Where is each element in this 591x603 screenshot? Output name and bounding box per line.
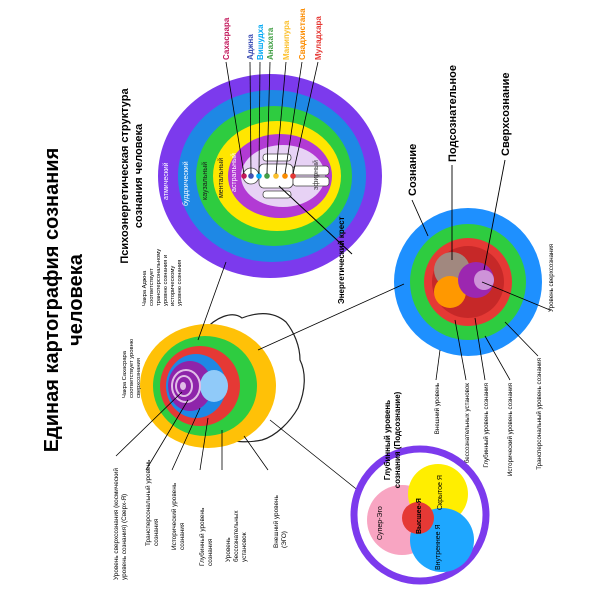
- chakra-dot-sahasrara: [241, 173, 247, 179]
- head-level-unconscious: Уровень бессознательных установок: [225, 509, 248, 562]
- head-level-transpersonal: Трансперсональный уровень сознания: [144, 458, 160, 546]
- ring-orange: [434, 276, 466, 308]
- body-labels: атмический буддхический каузальный мента…: [162, 153, 320, 206]
- head-spiral-1: [171, 369, 201, 403]
- head-note-sahasrara: Чакра Сахасрара соответствует уровню све…: [122, 337, 142, 398]
- ring-level-transpersonal: Трансперсональный уровень сознания: [536, 358, 543, 470]
- ring-top-leaders: [411, 159, 506, 271]
- body-label-etheric: эфирный: [312, 160, 320, 190]
- chakra-label-ajna: Аджна: [246, 34, 255, 60]
- venn-title-line2: сознания (Подсознание): [393, 391, 402, 488]
- body-label-atmic: атмический: [162, 162, 170, 200]
- main-title-line1: Единая картография сознания: [41, 148, 63, 453]
- chakra-label-vishuddha: Вишудха: [256, 24, 265, 60]
- head-notes: Чакра Сахасрара соответствует уровню све…: [122, 247, 183, 398]
- ring-label-consciousness: Сознание: [407, 144, 419, 196]
- head-level-superconscious: Уровень сверхсознания (космический урове…: [112, 466, 128, 580]
- ring-top-labels: Сознание Подсознательное Сверхсознание: [407, 65, 512, 196]
- chakra-label-anahata: Анахата: [266, 27, 275, 60]
- chakra-dot-svadhisthana: [282, 173, 288, 179]
- body-label-buddhic: буддхический: [182, 161, 190, 206]
- head-level-outer: Внешний уровень (ЭГО): [272, 493, 288, 548]
- ring-label-superconscious: Сверхсознание: [500, 72, 512, 156]
- psy-structure: Сахасрара Аджна Вишудха Анахата Манипура…: [119, 8, 382, 278]
- venn-labels: Супер-Эго Скрытое Я Внутреннее Я Высшее-…: [377, 475, 444, 570]
- venn-hidden-self: Скрытое Я: [437, 475, 444, 510]
- venn-core: [402, 502, 434, 534]
- chakra-dot-ajna: [248, 173, 254, 179]
- ring-violet-core: [474, 270, 494, 290]
- chakra-dot-manipura: [273, 173, 279, 179]
- chakra-label-svadhisthana: Свадхистана: [298, 8, 307, 60]
- consciousness-rings: Сознание Подсознательное Сверхсознание У…: [394, 65, 555, 489]
- ring-level-outer: Внешний уровень: [434, 383, 441, 434]
- psy-title-line1: Психоэнергетическая структура: [119, 88, 131, 264]
- head-ring-purple: [168, 361, 212, 411]
- main-title: Единая картография сознания человека: [41, 148, 87, 453]
- link-head-venn: [269, 419, 371, 501]
- head-leaders: [115, 391, 269, 471]
- venn-title-line1: Глубинный уровень: [383, 400, 392, 480]
- head-profile: Чакра Сахасрара соответствует уровню све…: [112, 247, 405, 580]
- head-level-labels: Уровень сверхсознания (космический урове…: [112, 458, 288, 580]
- head-spiral-3: [180, 382, 186, 390]
- head-ring-lightblue: [200, 370, 228, 402]
- chakra-dot-muladhara: [290, 173, 296, 179]
- venn-super-ego: Супер-Эго: [377, 506, 384, 540]
- chakra-label-muladhara: Муладхара: [314, 16, 323, 60]
- link-head-rings: [257, 283, 405, 351]
- ring-level-superconscious: Уровень сверхсознания: [548, 244, 555, 312]
- ring-bottom-labels: Уровень сверхсознания Трансперсональный …: [434, 244, 555, 489]
- head-level-deep: Глубинный уровень сознания: [198, 506, 214, 566]
- energy-cross: Энергетический крест: [278, 185, 353, 304]
- energy-cross-label: Энергетический крест: [337, 216, 346, 304]
- ring-level-historical: Исторический уровень сознания: [507, 383, 514, 476]
- chakra-dot-vishuddha: [256, 173, 262, 179]
- head-note-ajna: Чакра Аджна соответствует трансперсональ…: [142, 247, 183, 306]
- chakra-dots: [241, 173, 296, 179]
- psy-title: Психоэнергетическая структура сознания ч…: [119, 88, 145, 264]
- body-label-mental: ментальный: [217, 158, 225, 198]
- body-label-astral: астральный: [230, 153, 238, 192]
- ring-label-subconscious: Подсознательное: [447, 65, 459, 162]
- ring-level-deep: Глубинный уровень сознания: [483, 383, 490, 468]
- venn-higher-self: Высшее-Я: [416, 498, 423, 534]
- psy-title-line2: сознания человека: [133, 123, 145, 228]
- chakra-dot-anahata: [264, 173, 270, 179]
- chakra-label-manipura: Манипура: [282, 20, 291, 60]
- chakra-labels: Сахасрара Аджна Вишудха Анахата Манипура…: [222, 8, 323, 60]
- link-aura-head: [197, 261, 227, 341]
- ring-bottom-leaders: [435, 281, 551, 381]
- head-outline: [204, 313, 305, 443]
- head-level-historical: Исторический уровень сознания: [170, 481, 186, 550]
- main-title-line2: человека: [65, 253, 87, 346]
- venn-diagram: Супер-Эго Скрытое Я Внутреннее Я Высшее-…: [350, 391, 490, 585]
- body-label-causal: каузальный: [201, 162, 209, 200]
- ring-level-unconscious: Уровень бессознательных установок: [464, 383, 471, 489]
- chakra-leaders: [225, 61, 319, 175]
- head-spiral-2: [175, 375, 193, 397]
- venn-title: Глубинный уровень сознания (Подсознание): [383, 391, 402, 488]
- chakra-label-sahasrara: Сахасрара: [222, 17, 231, 60]
- venn-inner-self: Внутреннее Я: [435, 524, 442, 570]
